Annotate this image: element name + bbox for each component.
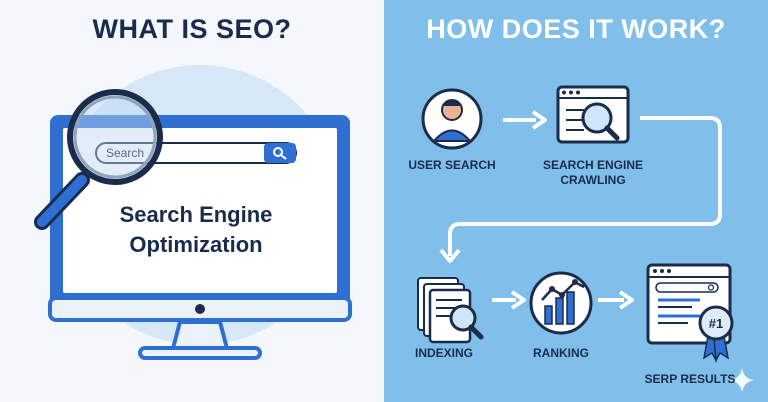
arrow-down-icon: [439, 248, 461, 263]
arrow-right-icon: [503, 110, 547, 130]
step-label-user-search: USER SEARCH: [408, 158, 496, 172]
step-label-serp-results: SERP RESULTS: [644, 372, 736, 386]
results-page-badge-icon: #1: [646, 263, 734, 363]
search-placeholder-text: Search: [106, 146, 145, 160]
search-bar: [95, 142, 297, 164]
headline-line-1: Search Engine: [119, 202, 273, 227]
left-title: WHAT IS SEO?: [92, 14, 292, 44]
arrow-right-icon: [598, 290, 634, 310]
headline-line-2: Optimization: [129, 232, 263, 257]
bar-chart-trend-icon: [529, 271, 593, 335]
step-label-crawling-line-1: SEARCH ENGINE: [542, 158, 643, 172]
step-label-indexing: INDEXING: [414, 346, 473, 360]
seo-headline: Search Engine Optimization: [96, 200, 296, 260]
documents-magnifier-icon: [417, 277, 484, 344]
right-title: HOW DOES IT WORK?: [426, 14, 726, 44]
step-label-crawling-line-2: CRAWLING: [560, 173, 626, 187]
sparkle-icon: [730, 368, 754, 392]
monitor-icon: [48, 115, 352, 360]
rank-badge-text: #1: [709, 316, 723, 331]
search-button-icon: [273, 147, 287, 160]
step-label-crawling: SEARCH ENGINE CRAWLING: [537, 158, 649, 188]
user-icon: [421, 88, 483, 150]
step-label-ranking: RANKING: [533, 346, 589, 360]
flow-connector-arrow: [448, 116, 722, 256]
arrow-right-icon: [492, 290, 526, 310]
large-magnifier-icon: [34, 89, 163, 230]
crawler-browser-icon: [556, 85, 630, 144]
